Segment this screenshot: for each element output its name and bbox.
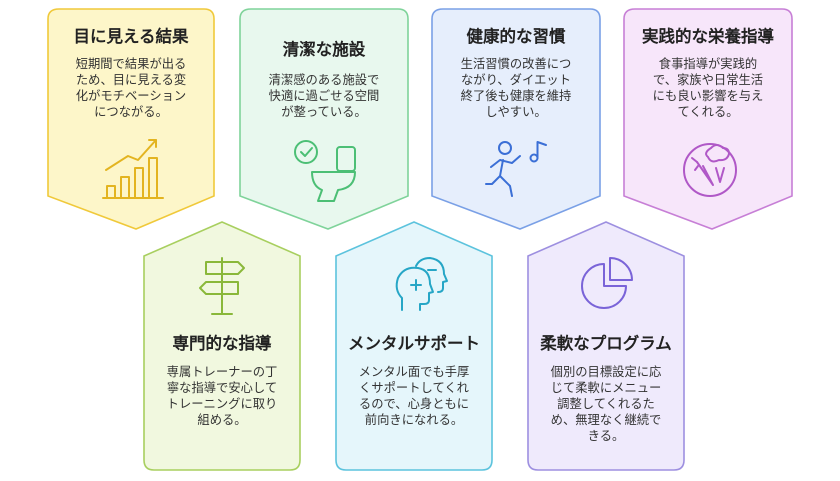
card-body-line: メンタル面でも手厚 bbox=[358, 365, 470, 379]
card-shape-0 bbox=[47, 8, 215, 230]
card-body-line: きる。 bbox=[587, 429, 625, 443]
clean-toilet-icon bbox=[294, 140, 356, 202]
card-body-line: 組める。 bbox=[197, 413, 247, 427]
growth-chart-icon bbox=[102, 139, 164, 199]
card-body-line: じて柔軟にメニュー bbox=[550, 381, 662, 395]
card-body-line: につながる。 bbox=[94, 105, 168, 119]
card-body-line: 終了後も健康を維持 bbox=[460, 89, 572, 103]
card-body: 食事指導が実践的 で、家族や日常生活 にも良い影響を与え てくれる。 bbox=[628, 56, 788, 120]
card-body: メンタル面でも手厚 くサポートしてくれ るので、心身ともに 前向きになれる。 bbox=[338, 364, 490, 428]
card-body-line: しやすい。 bbox=[485, 105, 547, 119]
card-title: 実践的な栄養指導 bbox=[642, 27, 774, 46]
card-body-line: 化がモチベーション bbox=[75, 89, 187, 103]
card-title: メンタルサポート bbox=[348, 334, 480, 353]
card-body-line: 前向きになれる。 bbox=[364, 413, 464, 427]
card-shape-3 bbox=[623, 8, 793, 230]
card-body-line: トレーニングに取り bbox=[166, 397, 278, 411]
dancing-person-icon bbox=[485, 141, 547, 197]
card-title: 清潔な施設 bbox=[282, 40, 366, 59]
card-title: 健康的な習慣 bbox=[466, 27, 566, 46]
card-body-line: るので、心身ともに bbox=[358, 397, 470, 411]
card-body-line: ため、目に見える変 bbox=[75, 73, 187, 87]
mental-heads-icon bbox=[395, 257, 448, 311]
card-shape-4 bbox=[143, 221, 301, 471]
card-body: 生活習慣の改善につ ながり、ダイエット 終了後も健康を維持 しやすい。 bbox=[436, 56, 596, 120]
card-body-line: 寧な指導で安心して bbox=[166, 381, 278, 395]
pie-chart-icon bbox=[581, 257, 633, 309]
card-body-line: 快適に過ごせる空間 bbox=[268, 89, 380, 103]
card-body: 個別の目標設定に応 じて柔軟にメニュー 調整してくれるた め、無理なく継続で き… bbox=[530, 364, 682, 444]
card-shape-1 bbox=[239, 8, 409, 230]
card-body-line: くサポートしてくれ bbox=[359, 381, 469, 395]
card-body: 専属トレーナーの丁 寧な指導で安心して トレーニングに取り 組める。 bbox=[146, 364, 298, 428]
card-body-line: 生活習慣の改善につ bbox=[460, 57, 572, 71]
card-body-line: にも良い影響を与え bbox=[652, 89, 764, 103]
card-shape-6 bbox=[527, 221, 685, 471]
card-body-line: 調整してくれるた bbox=[557, 397, 655, 411]
signpost-icon bbox=[199, 257, 245, 315]
vegetables-icon bbox=[683, 143, 737, 197]
card-body: 短期間で結果が出る ため、目に見える変 化がモチベーション につながる。 bbox=[52, 56, 210, 120]
card-body-line: 食事指導が実践的 bbox=[658, 57, 758, 71]
card-body-line: め、無理なく継続で bbox=[550, 413, 662, 427]
card-shape-5 bbox=[335, 221, 493, 471]
card-body-line: 清潔感のある施設で bbox=[268, 73, 380, 87]
card-body-line: 短期間で結果が出る bbox=[75, 57, 187, 71]
card-body: 清潔感のある施設で 快適に過ごせる空間 が整っている。 bbox=[244, 72, 404, 120]
card-body-line: ながり、ダイエット bbox=[460, 73, 572, 87]
card-body-line: が整っている。 bbox=[281, 105, 367, 119]
card-body-line: 個別の目標設定に応 bbox=[550, 365, 662, 379]
card-title: 専門的な指導 bbox=[172, 334, 272, 353]
card-body-line: 専属トレーナーの丁 bbox=[166, 365, 278, 379]
card-title: 柔軟なプログラム bbox=[540, 334, 672, 353]
card-title: 目に見える結果 bbox=[73, 27, 189, 46]
card-shape-2 bbox=[431, 8, 601, 230]
card-body-line: で、家族や日常生活 bbox=[652, 73, 764, 87]
card-body-line: てくれる。 bbox=[677, 105, 739, 119]
